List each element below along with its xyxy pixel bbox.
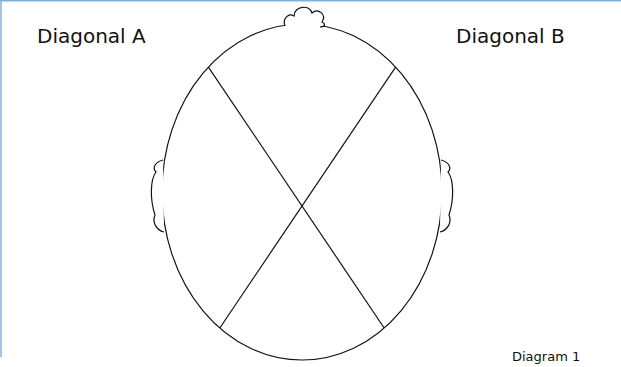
- nose-outline: [284, 7, 324, 27]
- frame-line: [0, 0, 2, 357]
- figure-caption: Diagram 1: [512, 350, 580, 363]
- head-outline: [162, 24, 442, 360]
- diagonal-label: Diagonal B: [456, 26, 565, 46]
- ear-outline: [440, 160, 453, 232]
- diagonal-line: [208, 67, 384, 328]
- ear-outline: [151, 160, 164, 232]
- diagonal-label: Diagonal A: [37, 26, 146, 46]
- diagonal-line: [220, 67, 396, 328]
- frame-line: [0, 0, 621, 2]
